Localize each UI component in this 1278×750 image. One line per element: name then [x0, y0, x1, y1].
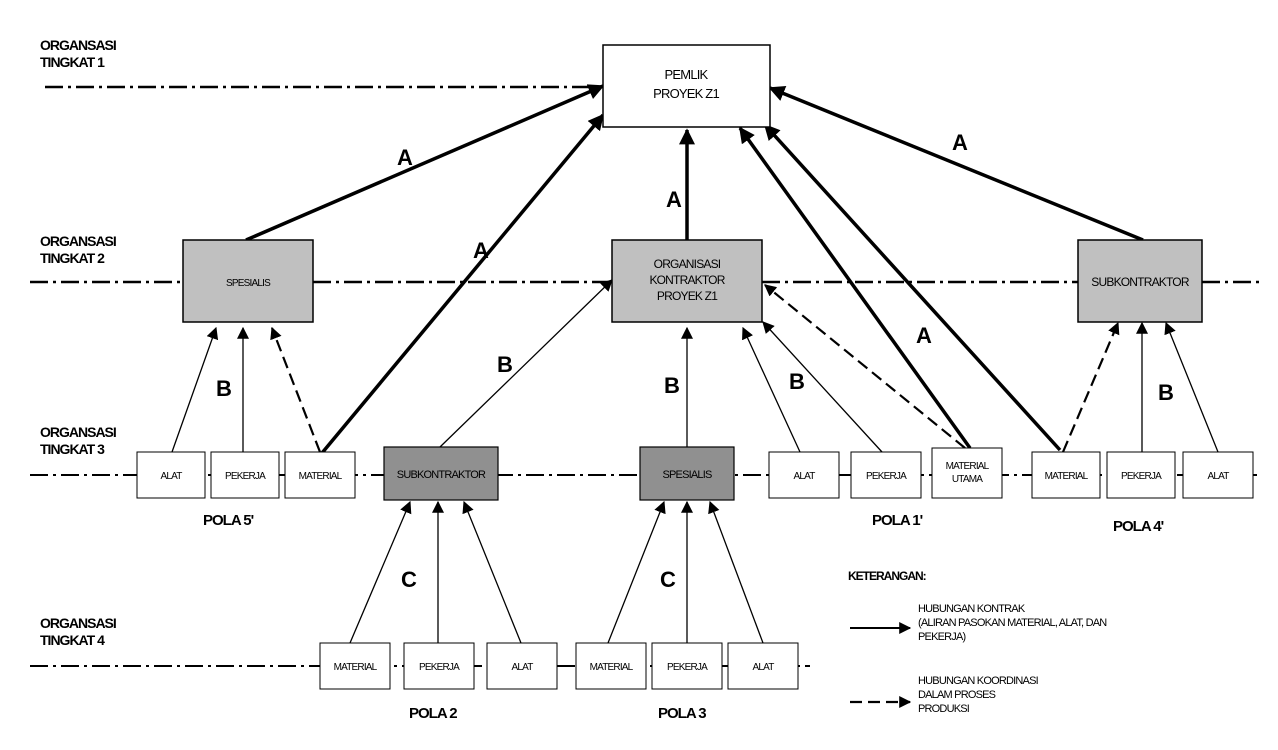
svg-text:PEKERJA: PEKERJA [667, 662, 708, 673]
label-b: B [216, 376, 231, 401]
label-c: C [401, 567, 417, 592]
legend-contract-text: HUBUNGAN KONTRAK(ALIRAN PASOKAN MATERIAL… [918, 603, 1107, 643]
alat-2-node: ALAT [486, 642, 558, 690]
alat-1-node: ALAT [768, 451, 840, 499]
label-b: B [664, 373, 679, 398]
label-a: A [952, 130, 968, 155]
pekerja-4-node: PEKERJA [1106, 451, 1176, 499]
level-lines [30, 85, 1260, 667]
material-5-node: MATERIAL [284, 451, 356, 499]
material-4-node: MATERIAL [1031, 451, 1101, 499]
edge-material5-spesialis-coord [270, 326, 322, 453]
edge-alat2-subkon [462, 500, 522, 644]
label-a: A [473, 238, 489, 263]
alat-4-node: ALAT [1182, 451, 1254, 499]
edge-material4-owner [763, 123, 1062, 452]
svg-text:PEKERJA: PEKERJA [1121, 471, 1162, 482]
pola-1-label: POLA 1' [872, 512, 923, 529]
alat-3-node: ALAT [727, 642, 799, 690]
svg-text:MATERIAL: MATERIAL [1045, 471, 1089, 482]
label-b: B [789, 369, 804, 394]
spesialis-mid-node: SPESIALIS [639, 446, 735, 501]
svg-text:ALAT: ALAT [1207, 471, 1229, 482]
pekerja-1-node: PEKERJA [850, 451, 922, 499]
svg-text:ALAT: ALAT [793, 471, 815, 482]
contract-edges-thin [171, 279, 1219, 644]
subkontraktor-mid-node: SUBKONTRAKTOR [383, 446, 499, 501]
spesialis-top-node: SPESIALIS [182, 239, 314, 323]
edge-spesialis-owner [245, 84, 605, 242]
pekerja-3-node: PEKERJA [651, 642, 723, 690]
edge-alat5-spesialis [171, 326, 219, 453]
alat-5-node: ALAT [136, 451, 206, 499]
edge-subkontraktor-owner [768, 86, 1144, 242]
svg-text:ALAT: ALAT [160, 471, 182, 482]
pola-3-label: POLA 3 [658, 705, 706, 722]
edge-material5-owner [320, 113, 605, 455]
edge-letters: A A A A A B B B B B C C [216, 130, 1174, 592]
label-b: B [497, 352, 512, 377]
svg-text:ALAT: ALAT [511, 662, 533, 673]
pola-5-label: POLA 5' [203, 512, 254, 529]
svg-text:PEKERJA: PEKERJA [866, 471, 907, 482]
label-a: A [666, 187, 682, 212]
contract-edges-a [245, 84, 1144, 455]
label-a: A [397, 145, 413, 170]
edge-alat3-spesialis [708, 500, 764, 644]
svg-text:PEKERJA: PEKERJA [225, 471, 266, 482]
label-c: C [660, 567, 676, 592]
pola-4-label: POLA 4' [1113, 518, 1164, 535]
edge-material2-subkon [349, 500, 412, 644]
svg-text:MATERIAL: MATERIAL [299, 471, 343, 482]
material-2-node: MATERIAL [319, 642, 391, 690]
edge-alat4-subkon [1164, 321, 1219, 453]
svg-text:SPESIALIS: SPESIALIS [226, 278, 271, 289]
svg-text:SUBKONTRAKTOR: SUBKONTRAKTOR [397, 469, 486, 481]
edge-material4-subkon-coord [1061, 321, 1120, 453]
label-a: A [916, 323, 932, 348]
edge-alat1-kontraktor [742, 326, 801, 453]
svg-text:ALAT: ALAT [752, 662, 774, 673]
svg-text:SUBKONTRAKTOR: SUBKONTRAKTOR [1091, 275, 1190, 289]
edge-material3-spesialis [607, 500, 666, 644]
pattern-labels: POLA 5' POLA 1' POLA 4' POLA 2 POLA 3 [203, 512, 1165, 722]
legend-title: KETERANGAN: [848, 569, 926, 583]
edge-subkon-kontraktor [439, 279, 613, 448]
label-b: B [1158, 380, 1173, 405]
svg-text:MATERIAL: MATERIAL [334, 662, 378, 673]
edge-materialutama-owner [738, 126, 972, 450]
pekerja-2-node: PEKERJA [403, 642, 475, 690]
pola-2-label: POLA 2 [409, 705, 457, 722]
svg-text:MATERIAL: MATERIAL [590, 662, 634, 673]
edge-pekerja1-kontraktor [762, 321, 883, 453]
subkontraktor-top-node: SUBKONTRAKTOR [1077, 239, 1203, 323]
coordination-edges [270, 284, 1120, 453]
svg-text:PEKERJA: PEKERJA [419, 662, 460, 673]
material-3-node: MATERIAL [575, 642, 647, 690]
legend: KETERANGAN: HUBUNGAN KONTRAK(ALIRAN PASO… [848, 569, 1108, 715]
pekerja-5-node: PEKERJA [210, 451, 280, 499]
svg-text:SPESIALIS: SPESIALIS [662, 469, 712, 481]
edge-materialutama-kontraktor-coord [764, 284, 966, 449]
